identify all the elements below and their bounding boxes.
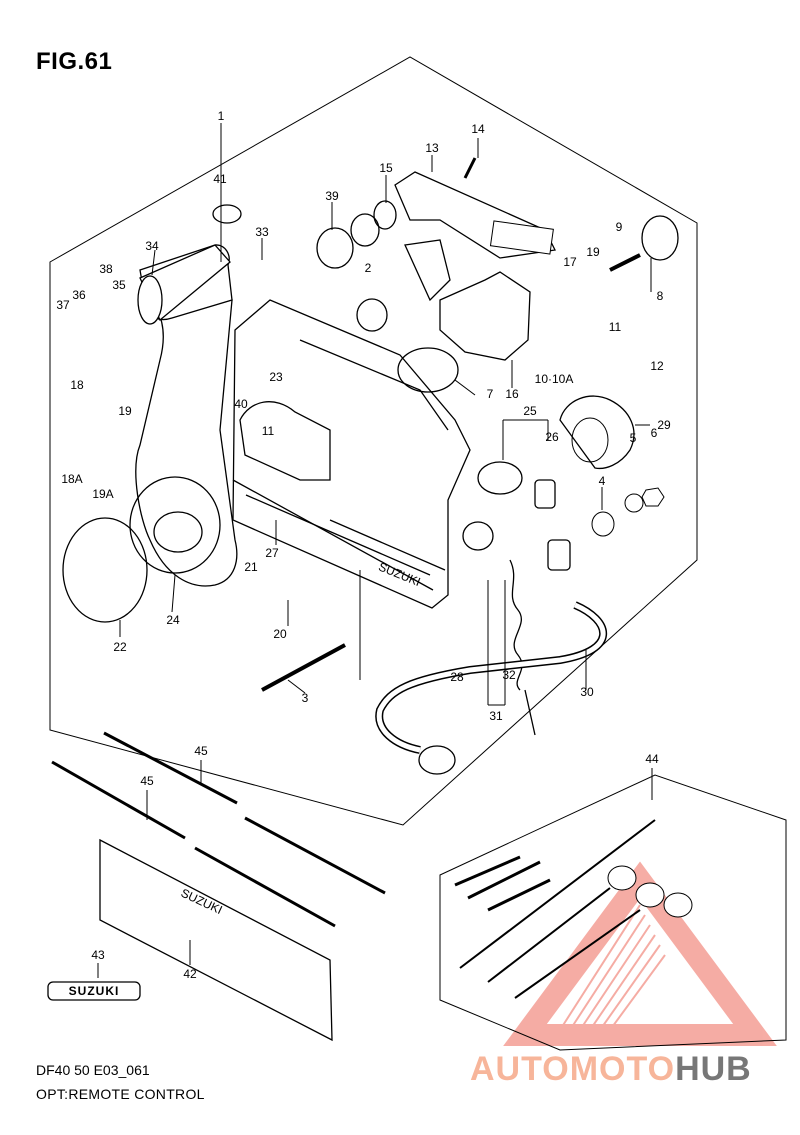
part-label-27: 27 — [265, 546, 279, 560]
part-label-38: 38 — [99, 262, 113, 276]
part-label-6: 6 — [651, 426, 658, 440]
part-label-36: 36 — [72, 288, 86, 302]
part-label-22: 22 — [113, 640, 127, 654]
part-label-33: 33 — [255, 225, 269, 239]
part-label-41: 41 — [213, 172, 227, 186]
throttle-disc — [129, 476, 221, 574]
part-label-19-left: 19 — [118, 404, 132, 418]
long-bolt — [261, 643, 346, 692]
part-label-3: 3 — [302, 691, 309, 705]
part-label-5: 5 — [630, 431, 637, 445]
part-label-16: 16 — [505, 387, 519, 401]
control-cables — [51, 731, 386, 928]
part-label-8: 8 — [657, 289, 664, 303]
part-label-11-right: 11 — [609, 320, 622, 334]
watermark-text: AUTOMOTOHUB — [470, 1050, 752, 1089]
ring-seal — [373, 200, 397, 230]
part-label-18: 18 — [70, 378, 84, 392]
emblem-text: SUZUKI — [69, 984, 120, 998]
part-label-7: 7 — [487, 387, 494, 401]
part-label-42: 42 — [183, 967, 197, 981]
part-label-32: 32 — [502, 668, 516, 682]
part-label-25: 25 — [523, 404, 537, 418]
wire-harness — [375, 601, 608, 754]
part-label-21: 21 — [244, 560, 258, 574]
harness-connector — [418, 745, 456, 775]
part-label-19a: 19A — [92, 487, 113, 501]
part-label-2: 2 — [365, 261, 372, 275]
part-label-40: 40 — [234, 397, 248, 411]
hardware-kit-frame — [439, 774, 787, 1051]
cover-disc — [62, 517, 148, 623]
part-label-34: 34 — [145, 239, 159, 253]
gear-plate — [316, 227, 354, 269]
part-label-14: 14 — [471, 122, 485, 136]
figure-title: FIG.61 — [36, 48, 113, 75]
screw — [463, 157, 477, 179]
part-label-12: 12 — [650, 359, 664, 373]
cover-half — [559, 395, 635, 470]
detent-assembly — [239, 401, 331, 481]
part-label-37: 37 — [56, 298, 70, 312]
part-label-9: 9 — [616, 220, 623, 234]
spacer — [591, 511, 615, 537]
washer — [624, 493, 644, 513]
part-label-28: 28 — [450, 670, 464, 684]
leader-lines — [97, 123, 653, 978]
part-label-35: 35 — [112, 278, 126, 292]
main-assembly-frame — [49, 56, 698, 826]
part-label-20: 20 — [273, 627, 287, 641]
figure-caption: OPT:REMOTE CONTROL — [36, 1086, 205, 1102]
cam-plate — [439, 271, 531, 361]
trim-plate — [99, 838, 333, 1042]
part-label-24: 24 — [166, 613, 180, 627]
washer-disc — [397, 347, 459, 393]
watermark-logo — [503, 861, 777, 1046]
ring-seal-outer — [350, 213, 380, 247]
watermark-part-b: HUB — [675, 1050, 752, 1088]
bolt — [609, 253, 641, 272]
part-label-11-center: 11 — [262, 424, 275, 438]
ring-clip — [212, 204, 242, 224]
nut — [641, 487, 665, 507]
stop-switch-lanyard — [462, 521, 536, 736]
part-label-26: 26 — [545, 430, 559, 444]
part-label-31: 31 — [489, 709, 503, 723]
part-label-45-lower: 45 — [140, 774, 154, 788]
part-label-44: 44 — [645, 752, 659, 766]
bushing — [356, 298, 388, 332]
grommet — [641, 215, 679, 261]
part-label-1: 1 — [218, 109, 225, 123]
part-labels: 1 41 39 15 13 14 9 8 34 33 2 17 19 38 36… — [56, 109, 671, 981]
part-label-39: 39 — [325, 189, 339, 203]
part-label-30: 30 — [580, 685, 594, 699]
part-label-43: 43 — [91, 948, 105, 962]
part-label-15: 15 — [379, 161, 393, 175]
control-housing — [232, 299, 471, 609]
part-label-23: 23 — [269, 370, 283, 384]
grip — [137, 244, 231, 325]
model-code: DF40 50 E03_061 — [36, 1062, 150, 1078]
key-switch — [477, 461, 571, 571]
part-label-10-10a: 10·10A — [535, 372, 574, 386]
part-label-18a: 18A — [61, 472, 82, 486]
part-label-13: 13 — [425, 141, 439, 155]
part-label-17: 17 — [563, 255, 577, 269]
watermark-part-a: AUTOMOTO — [470, 1050, 676, 1088]
part-label-29: 29 — [657, 418, 671, 432]
part-label-19-top: 19 — [586, 245, 600, 259]
hardware-kit — [454, 819, 693, 999]
part-label-4: 4 — [599, 474, 606, 488]
emblem — [47, 981, 141, 1001]
part-label-45-upper: 45 — [194, 744, 208, 758]
